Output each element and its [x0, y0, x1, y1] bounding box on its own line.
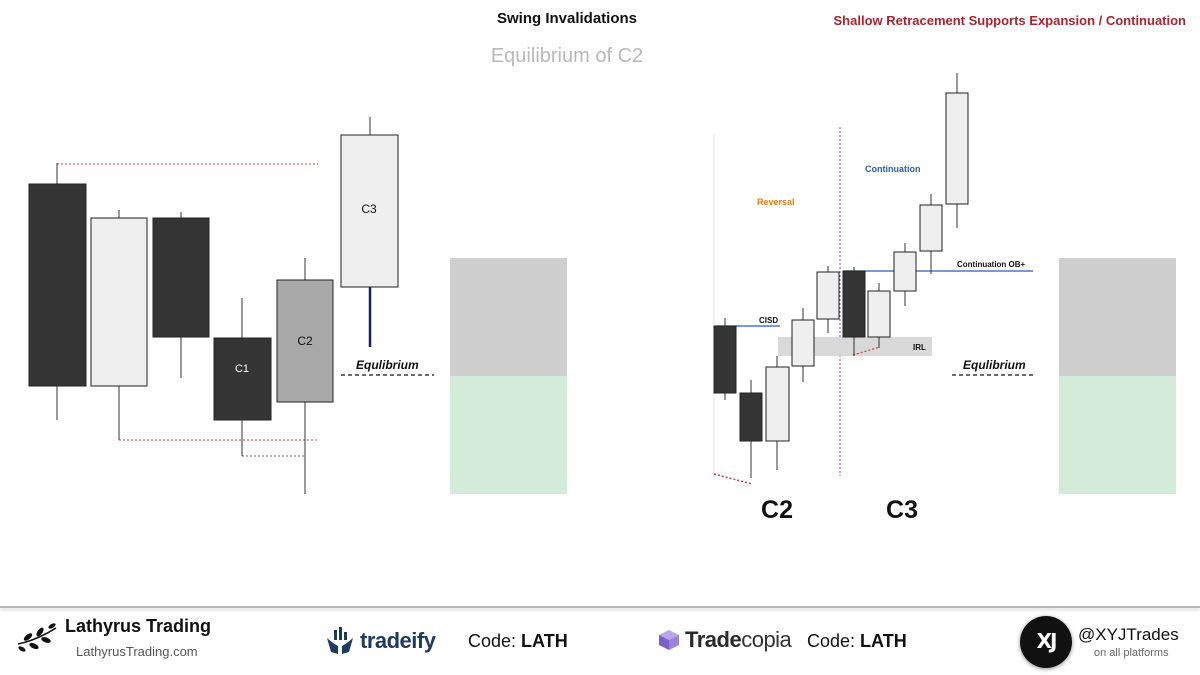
candle-r9-bullish [919, 194, 943, 274]
right-premium-zone [1059, 258, 1176, 376]
candle-r2-bearish [739, 380, 763, 478]
brand3-name-part2: copia [741, 627, 792, 652]
brand1-name: Lathyrus Trading [65, 616, 212, 636]
avatar-monogram: XJ [1036, 629, 1058, 653]
diagram-canvas: C1 C2 C3 Equlibrium IRL [28, 73, 1176, 524]
xyj-brand[interactable]: XJ @XYJTrades on all platforms [1020, 614, 1190, 670]
c1-label: C1 [235, 363, 249, 375]
left-discount-zone [450, 376, 567, 494]
candle-bearish-3 [152, 212, 210, 378]
leaf-branch-icon [17, 623, 57, 652]
avatar[interactable]: XJ [1020, 616, 1072, 668]
c2-label: C2 [297, 334, 313, 348]
candle-c3: C3 [340, 117, 399, 347]
candle-r5-bullish [816, 266, 840, 333]
continuation-ob-label: Continuation OB+ [957, 260, 1026, 269]
cisd-label: CISD [759, 316, 778, 325]
right-title: Shallow Retracement Supports Expansion /… [833, 13, 1186, 28]
continuation-label: Continuation [865, 164, 921, 174]
brand3-code-value: LATH [860, 631, 907, 651]
swing-low-line [713, 473, 753, 485]
candle-r4-bullish [791, 308, 815, 382]
candle-bullish-2 [90, 210, 148, 440]
chart-title: Swing Invalidations [496, 10, 638, 27]
irl-zone [778, 337, 932, 356]
subtitle: Equilibrium of C2 [490, 45, 644, 67]
candle-bearish-1 [28, 163, 87, 420]
right-equilibrium-label: Equlibrium [963, 358, 1026, 372]
candle-r10-bullish [945, 73, 969, 228]
c2-big-label: C2 [761, 496, 793, 524]
brand2-code: Code: LATH [468, 631, 568, 652]
candle-r7-bullish [867, 283, 891, 348]
candle-r6-bearish [842, 267, 866, 356]
left-premium-zone [450, 258, 567, 376]
c3-label: C3 [361, 202, 377, 216]
candle-r3-bullish [765, 356, 790, 470]
brand2-name: tradeify [360, 628, 436, 653]
brand3-code-label: Code: [807, 631, 861, 651]
brand3-name-part1: Trade [685, 627, 742, 652]
brand1-url[interactable]: LathyrusTrading.com [76, 644, 198, 659]
reversal-label: Reversal [757, 197, 795, 207]
left-equilibrium-label: Equlibrium [356, 358, 419, 372]
retracement-low-line [852, 346, 881, 356]
brand2-code-label: Code: [468, 631, 522, 651]
social-subtext: on all platforms [1094, 647, 1169, 659]
candle-c1: C1 [213, 298, 272, 456]
brand3-code: Code: LATH [807, 631, 907, 652]
footer-divider [0, 606, 1200, 608]
candle-r8-bullish [893, 243, 917, 306]
brand2-code-value: LATH [521, 631, 568, 651]
right-panel: IRL CISD Continuation OB+ [713, 73, 1176, 524]
social-handle[interactable]: @XYJTrades [1078, 625, 1179, 644]
tradeify-hands-icon [327, 627, 353, 654]
left-panel: C1 C2 C3 Equlibrium [28, 117, 567, 494]
tradecopia-cube-icon [659, 630, 679, 650]
candle-c2: C2 [276, 258, 334, 494]
brand3-name: Tradecopia [685, 627, 792, 653]
candle-r1-bearish [713, 318, 737, 400]
c3-big-label: C3 [886, 496, 918, 524]
right-discount-zone [1059, 376, 1176, 494]
irl-label: IRL [913, 343, 926, 352]
